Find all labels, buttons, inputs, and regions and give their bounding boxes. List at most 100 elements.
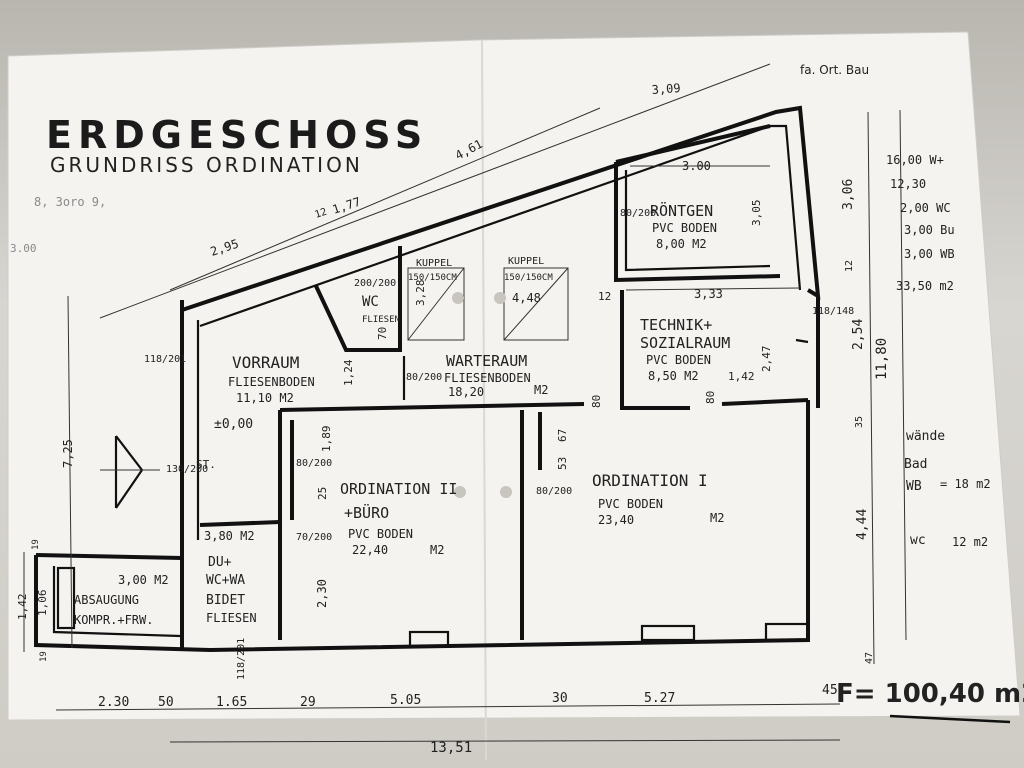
room-ord2-floor: PVC BODEN (348, 527, 413, 541)
room-wc-name: WC (362, 294, 379, 310)
dim-total-bottom: 13,51 (430, 740, 472, 756)
dim-right-3: 2,54 (851, 319, 866, 350)
stair-label: ST. (196, 458, 216, 471)
room-ord2-area: 22,40 (352, 543, 388, 557)
room-ord1-name: ORDINATION I (592, 471, 708, 490)
dim-top-8: 12 (598, 290, 611, 303)
room-abs-line1: ABSAUGUNG (74, 593, 139, 607)
kuppel-1-area: 3,28 (414, 280, 427, 307)
pencil-note-left: 3.00 (10, 242, 37, 255)
pencil-bad: Bad (904, 457, 927, 472)
room-ord2-unit: M2 (430, 543, 444, 557)
dim-right-1: 3,06 (841, 179, 856, 210)
pencil-wc: wc (910, 533, 926, 548)
dim-right-4: 35 (854, 416, 865, 428)
room-warteraum-floor: FLIESENBODEN (444, 371, 531, 385)
pencil-notes: 16,00 W+ 12,30 2,00 WC 3,00 Bu 3,00 WB 3… (886, 153, 991, 549)
room-wc-floor: FLIESEN (362, 315, 400, 325)
room-technik-line1: TECHNIK+ (640, 316, 712, 334)
opening-10: 118/148 (812, 306, 854, 317)
dim-bottom-1: 2.30 (98, 695, 129, 710)
room-du-line2: WC+WA (206, 573, 245, 588)
pencil-list-6: 33,50 m2 (896, 279, 954, 293)
punch-hole (500, 486, 512, 498)
dim-bottom-3: 1.65 (216, 695, 247, 710)
room-ord1-unit: M2 (710, 511, 724, 525)
pencil-note-top-left: 8, 3oro 9, (34, 195, 106, 209)
room-warteraum-area: 18,20 (448, 385, 484, 399)
dim-top-6: 3.00 (682, 159, 711, 173)
misc-dim-9: 70 (376, 327, 389, 340)
room-abs-line2: KOMPR.+FRW. (74, 613, 153, 627)
paper-sheet (7, 31, 1021, 721)
pencil-wc-value: 12 m2 (952, 535, 988, 549)
opening-4: 130/200 (166, 464, 208, 475)
pencil-wb: WB (906, 479, 922, 494)
dim-bottom-5: 5.05 (390, 693, 421, 708)
paper-fold (481, 39, 487, 761)
room-roentgen-area: 8,00 M2 (656, 237, 707, 251)
room-ord1-floor: PVC BODEN (598, 497, 663, 511)
opening-7: 80/200 (406, 372, 442, 383)
dim-left-3: 1,06 (36, 590, 49, 617)
opening-1: 118/201 (144, 354, 186, 365)
dim-left-2: 1,42 (16, 594, 29, 621)
opening-8: 80/200 (620, 208, 656, 219)
dim-left-1: 7,25 (61, 439, 75, 468)
misc-dim-5: 67 (556, 429, 569, 442)
stair-symbol (100, 435, 160, 509)
room-vorraum-name: VORRAUM (232, 353, 299, 372)
misc-dim-7: 25 (316, 487, 329, 500)
opening-5: 80/200 (536, 486, 572, 497)
room-du-line3: BIDET (206, 593, 245, 608)
misc-dim-11: 80 (590, 395, 603, 408)
dim-top-5: 3,09 (651, 81, 681, 97)
opening-labels: 118/201 118/201 80/200 130/200 80/200 70… (144, 208, 854, 680)
dims-left: 7,25 1,42 1,06 19 19 (16, 439, 75, 662)
room-labels: VORRAUM FLIESENBODEN 11,10 M2 WC FLIESEN… (74, 201, 730, 627)
dim-right-2: 12 (844, 260, 855, 272)
page-subtitle: GRUNDRISS ORDINATION (50, 153, 363, 177)
pencil-wb-value: = 18 m2 (940, 477, 991, 491)
room-roentgen-name: RÖNTGEN (650, 201, 713, 220)
dim-right-5: 4,44 (855, 509, 870, 540)
room-du-line4: FLIESEN (206, 611, 257, 625)
dims-bottom: 2.30 50 1.65 29 5.05 30 5.27 45 13,51 (98, 683, 838, 756)
room-warteraum-unit: M2 (534, 383, 548, 397)
kuppel-1-label: KUPPEL (416, 258, 452, 269)
kuppel-markers (407, 267, 569, 341)
dim-bottom-4: 29 (300, 695, 316, 710)
misc-dim-6: 53 (556, 457, 569, 470)
room-vorraum-area: 11,10 M2 (236, 391, 294, 405)
misc-dim-10: 1,42 (728, 370, 755, 383)
total-area: F= 100,40 m2 (836, 679, 1024, 709)
room-technik-line2: SOZIALRAUM (640, 334, 730, 352)
floor-level: ±0,00 (214, 417, 253, 432)
total-area-underline (889, 714, 1011, 724)
dim-left-4: 19 (31, 539, 41, 550)
pencil-list-5: 3,00 WB (904, 247, 955, 261)
room-du-line1: DU+ (208, 555, 232, 570)
dim-bottom-7: 5.27 (644, 691, 675, 706)
kuppel-2-area: 4,48 (512, 291, 541, 305)
dim-bottom-8: 45 (822, 683, 838, 698)
room-ord2-line2: +BÜRO (344, 503, 389, 522)
room-technik-floor: PVC BODEN (646, 353, 711, 367)
kuppel-2-size: 150/150CM (504, 273, 553, 283)
room-roentgen-floor: PVC BODEN (652, 221, 717, 235)
dimension-lines (23, 63, 907, 743)
dim-right-6: 47 (864, 652, 875, 664)
page-title: ERDGESCHOSS (46, 113, 428, 157)
dim-bottom-2: 50 (158, 695, 174, 710)
room-ord2-line1: ORDINATION II (340, 480, 457, 498)
kuppel-labels: KUPPEL 150/150CM 3,28 KUPPEL 150/150CM 4… (408, 256, 553, 306)
misc-dim-3: 1,89 (320, 426, 333, 453)
kuppel-2-label: KUPPEL (508, 256, 544, 267)
opening-2: 118/201 (236, 638, 247, 680)
room-ord1-area: 23,40 (598, 513, 634, 527)
walls (34, 105, 821, 653)
opening-9: 200/200 (354, 278, 396, 289)
misc-dim-1: 3,05 (750, 200, 763, 227)
pencil-waende: wände (906, 429, 945, 444)
